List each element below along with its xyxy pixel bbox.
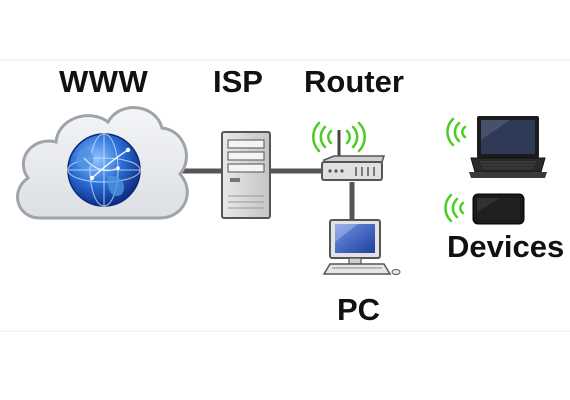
server-tower-icon (221, 131, 271, 219)
laptop-wifi-icon (446, 117, 467, 147)
www-label: WWW (59, 64, 149, 99)
devices-label: Devices (447, 229, 565, 264)
router-icon (321, 130, 386, 181)
globe-icon (67, 133, 141, 207)
laptop-icon (469, 116, 547, 178)
pc-label: PC (337, 292, 381, 327)
tablet-wifi-icon (444, 193, 465, 223)
desktop-computer-icon (322, 219, 401, 275)
isp-label: ISP (213, 64, 263, 99)
tablet-icon (472, 193, 525, 225)
router-wifi-icon (312, 121, 366, 153)
router-label: Router (304, 64, 404, 99)
